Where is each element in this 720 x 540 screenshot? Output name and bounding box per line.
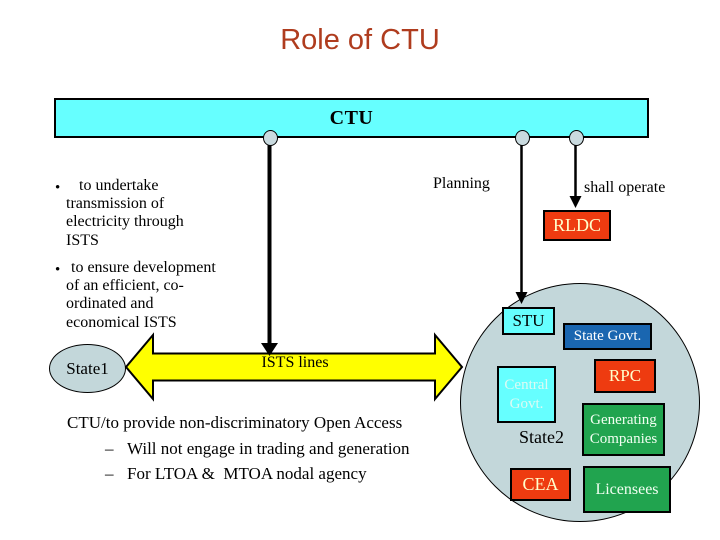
state2-label: State2 (519, 427, 564, 447)
rldc-box: RLDC (543, 210, 611, 241)
bullet-line: electricity through (66, 213, 184, 231)
connector-dot-left (263, 130, 278, 146)
bullet-marker: • (55, 262, 61, 278)
bullet-line: to undertake (79, 177, 159, 194)
bullet-line: ISTS (66, 231, 99, 249)
rpc-box: RPC (594, 359, 656, 393)
shall-operate-label: shall operate (584, 179, 666, 196)
bullet-marker: • (55, 180, 61, 196)
page-title: Role of CTU (280, 24, 440, 56)
ctu-banner: CTU (54, 98, 649, 138)
central-govt-box: Central Govt. (497, 366, 556, 423)
bullet-line: economical ISTS (66, 313, 177, 331)
generating-line1: Generating (590, 411, 657, 428)
bullet-line: to ensure development (71, 259, 216, 276)
stu-box: STU (502, 307, 555, 335)
open-access-item-text: For LTOA & MTOA nodal agency (127, 464, 367, 483)
ctu-to-stu-arrow (515, 140, 528, 304)
bullet-item-undertake-transmission: to undertake transmission of electricity… (66, 177, 246, 250)
generating-companies-box: Generating Companies (582, 403, 665, 456)
dash-marker: – (105, 439, 114, 458)
central-govt-line1: Central (504, 376, 549, 393)
licensees-box: Licensees (583, 466, 671, 513)
state-govt-box: State Govt. (563, 323, 652, 350)
ctu-to-rldc-arrow (569, 140, 582, 208)
bullet-item-ensure-development: to ensure development of an efficient, c… (66, 259, 246, 332)
open-access-heading: CTU/to provide non-discriminatory Open A… (67, 413, 403, 432)
ists-lines-label: ISTS lines (261, 354, 329, 371)
open-access-item-text: Will not engage in trading and generatio… (127, 439, 410, 458)
open-access-item: – Will not engage in trading and generat… (105, 439, 410, 519)
cea-box: CEA (510, 468, 571, 501)
generating-line2: Companies (589, 430, 658, 447)
open-access-item: – For LTOA & MTOA nodal agency (105, 464, 367, 540)
connector-dot-middle (515, 130, 530, 146)
dash-marker: – (105, 464, 114, 483)
central-govt-line2: Govt. (509, 395, 544, 412)
state1-ellipse: State1 (49, 344, 126, 393)
connector-dot-right (569, 130, 584, 146)
bullet-line: of an efficient, co- (66, 277, 184, 295)
planning-label: Planning (433, 175, 490, 192)
bullet-line: transmission of (66, 195, 165, 213)
ctu-to-ists-arrow (261, 140, 278, 356)
bullet-line: ordinated and (66, 295, 154, 313)
